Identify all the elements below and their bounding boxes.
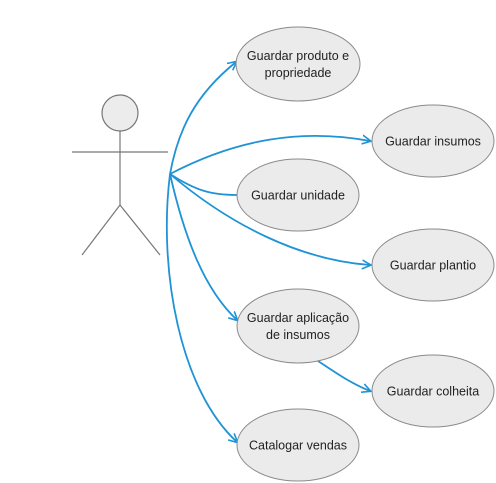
use-case-label: Guardar colheita [387,385,479,399]
use-case-label: Guardar aplicação [247,311,349,325]
association-actor-to-guardar-plantio [169,173,370,265]
actor-left-leg [81,204,121,256]
association-actor-to-guardar-unidade [169,173,238,196]
use-case-guardar-plantio: Guardar plantio [371,228,495,302]
use-case-label: propriedade [265,66,332,80]
use-case-guardar-colheita: Guardar colheita [371,354,495,428]
actor [72,94,168,256]
association-actor-to-guardar-produto [169,62,236,175]
actor-right-leg [119,204,161,256]
use-case-ellipse [371,354,495,428]
use-case-catalogar-vendas: Catalogar vendas [236,408,360,482]
use-case-label: Guardar produto e [247,49,349,63]
association-actor-to-guardar-insumos [169,136,370,175]
connections [165,62,370,442]
association-actor-to-catalogar-vendas [165,173,237,442]
use-case-ellipse [236,408,360,482]
association-actor-to-guardar-aplicacao [169,173,237,320]
use-case-guardar-aplicacao: Guardar aplicação de insumos [236,288,360,364]
use-case-ellipse [236,158,360,232]
use-case-guardar-insumos: Guardar insumos [371,104,495,178]
use-case-label: Guardar unidade [251,189,345,203]
use-case-ellipse [236,288,360,364]
association-guardar-aplicacao-to-guardar-colheita [317,360,370,391]
use-case-ellipse [235,26,361,102]
use-case-ellipse [371,104,495,178]
use-case-label: de insumos [266,328,330,342]
use-case-ellipse [371,228,495,302]
actor-head [101,94,139,132]
use-case-guardar-unidade: Guardar unidade [236,158,360,232]
use-case-label: Catalogar vendas [249,439,347,453]
use-case-guardar-produto: Guardar produto e propriedade [235,26,361,102]
use-case-label: Guardar plantio [390,259,476,273]
use-case-label: Guardar insumos [385,135,481,149]
